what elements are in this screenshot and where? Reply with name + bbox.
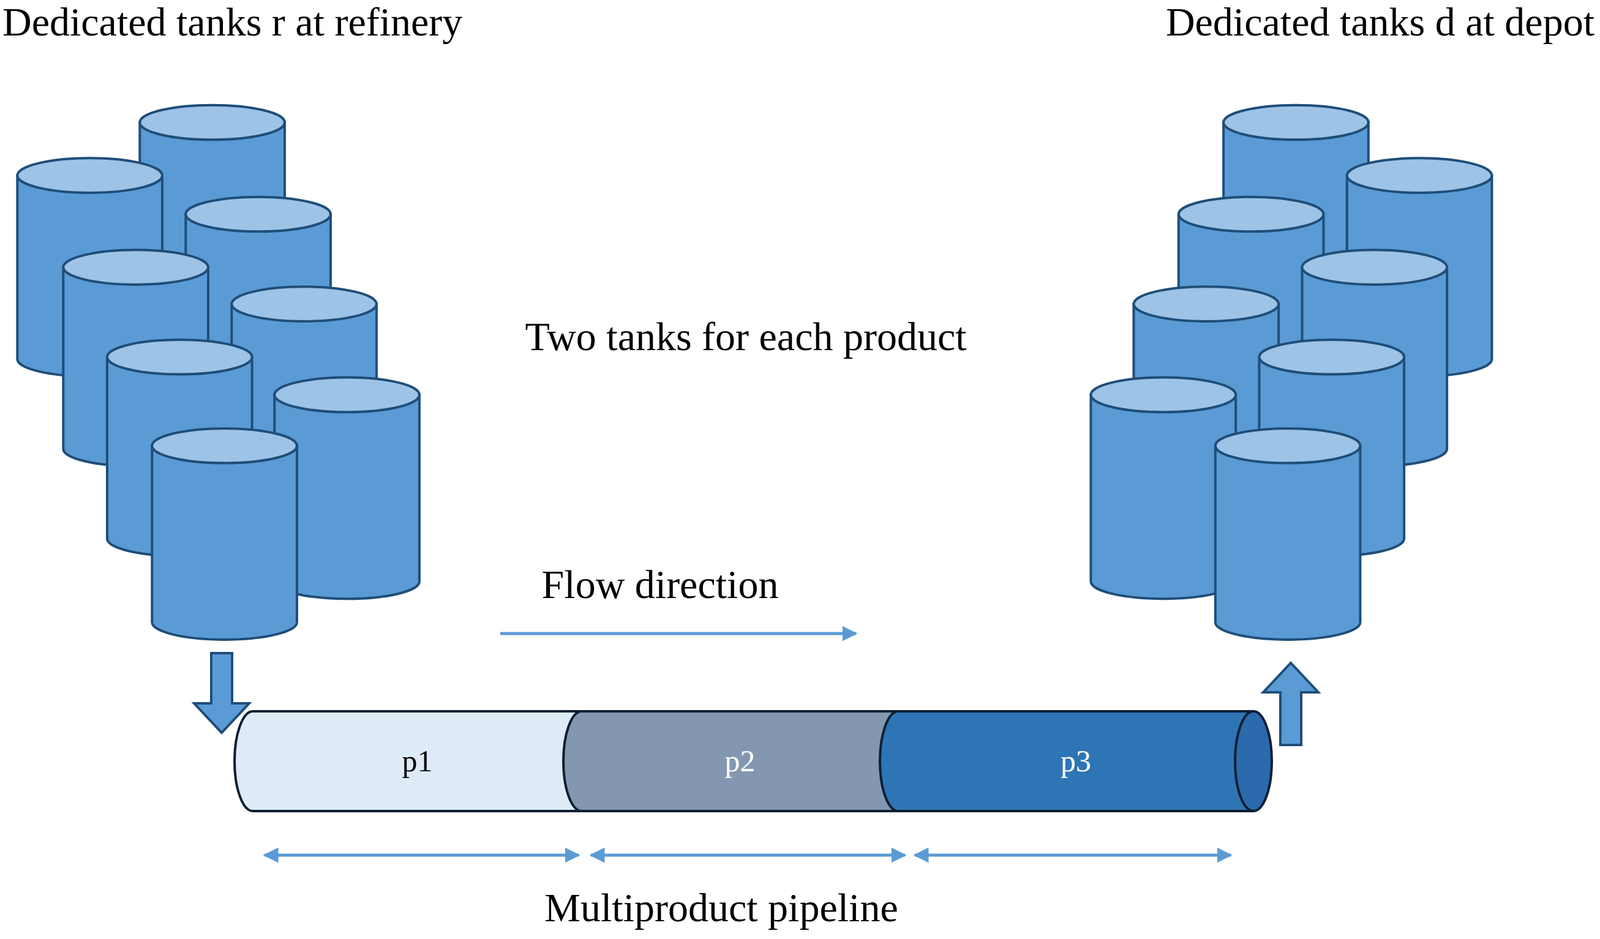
segment-extent-arrows [264, 854, 1231, 858]
tank-top [1301, 249, 1447, 285]
block-arrow [1263, 663, 1319, 746]
tank-top [1133, 286, 1279, 322]
block-arrow [194, 653, 250, 733]
tank [151, 445, 297, 640]
group-heading: Dedicated tanks d at depot [1165, 0, 1595, 45]
note-text: Two tanks for each product [524, 316, 967, 357]
refinery-tank-group: Dedicated tanks r at refinery [0, 0, 466, 623]
pipeline-segment: p3 [898, 711, 1254, 812]
tank-top [151, 428, 297, 464]
pipeline-label: Multiproduct pipeline [544, 887, 898, 929]
tank-top [1347, 157, 1493, 193]
flow-label: Flow direction [541, 564, 779, 605]
tank-top [107, 339, 253, 375]
pipeline [234, 711, 1272, 812]
group-heading: Dedicated tanks r at refinery [2, 0, 463, 45]
product-label: p1 [402, 744, 433, 779]
pipeline-segment: p2 [581, 711, 899, 812]
flow-arrow [500, 632, 857, 636]
tank-top [185, 197, 331, 233]
tank-top [1258, 339, 1405, 375]
tank-top [231, 286, 377, 322]
tank [1090, 394, 1236, 599]
product-label: p2 [724, 744, 756, 779]
tank [1215, 445, 1361, 640]
product-label: p3 [1060, 744, 1092, 779]
depot-tank-group: Dedicated tanks d at depot [1083, 0, 1597, 623]
tank-top [1223, 105, 1369, 141]
tank-top [63, 249, 209, 285]
tank-top [1178, 197, 1324, 233]
tank-top [274, 377, 420, 413]
tank-top [1090, 377, 1236, 413]
tank-cluster [17, 105, 1492, 640]
pipeline-segment: p1 [252, 711, 582, 812]
tank-top [1215, 428, 1361, 464]
tank-top [17, 157, 163, 193]
tank-top [139, 105, 285, 141]
